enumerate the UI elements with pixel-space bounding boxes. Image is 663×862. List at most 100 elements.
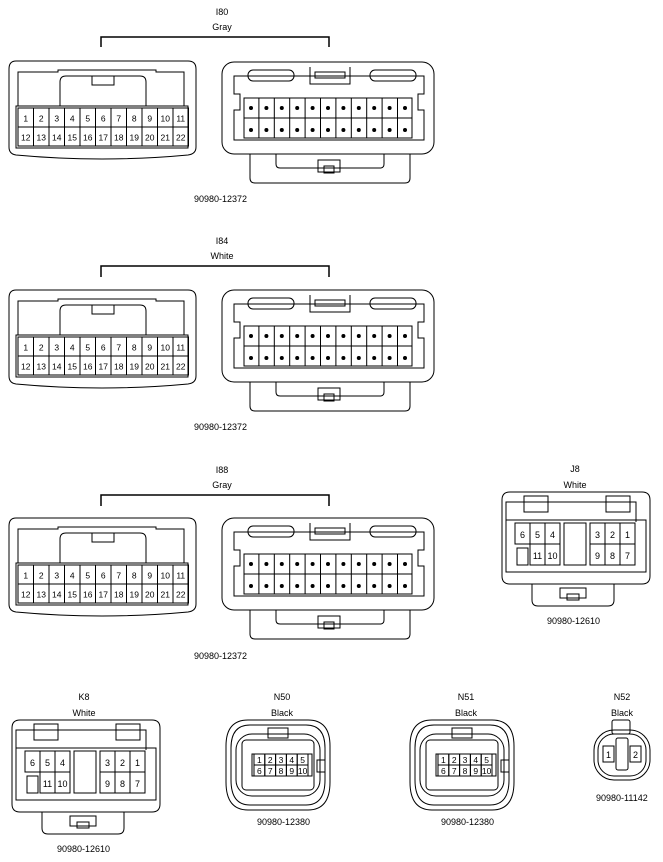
- terminal-pin: [341, 106, 346, 110]
- terminal-pin: [356, 106, 361, 110]
- pin-number: 10: [161, 343, 171, 353]
- connector-inner: [419, 733, 505, 797]
- terminal-pin: [249, 356, 253, 360]
- connector-body: [11, 719, 161, 813]
- pin-block: [15, 747, 157, 801]
- lock-skirt: [275, 154, 385, 169]
- terminal-pin: [356, 128, 361, 132]
- latch-frame: [17, 526, 185, 563]
- terminal-pin: [264, 334, 269, 338]
- pin-number: 3: [54, 343, 59, 353]
- terminal-pin: [279, 562, 284, 566]
- latch-frame: [505, 501, 637, 522]
- pin-number: 9: [595, 551, 600, 561]
- pin-number: 2: [633, 750, 638, 760]
- pin-number: 6: [101, 571, 106, 581]
- terminal-pin: [310, 334, 315, 338]
- pin-cell: [172, 355, 189, 376]
- pin-number: 21: [161, 362, 171, 372]
- lock-tab: [314, 527, 346, 535]
- pin-number: 16: [83, 362, 93, 372]
- terminal-pin: [356, 562, 361, 566]
- connector-id-i80: I80: [215, 7, 229, 17]
- part-number-n51: 90980-12380: [441, 817, 495, 827]
- pin-number: 15: [68, 590, 78, 600]
- pin-number: 4: [473, 755, 478, 765]
- pin-number: 9: [105, 779, 110, 789]
- terminal-pin: [372, 584, 377, 588]
- header-body: [221, 61, 435, 155]
- pin-number: 6: [257, 766, 262, 776]
- terminal-pin: [279, 356, 284, 360]
- pin-number: 4: [70, 343, 75, 353]
- pin-number: 10: [57, 779, 67, 789]
- lock-tab: [323, 621, 335, 630]
- pin-number: 5: [85, 114, 90, 124]
- connector-inner: [235, 733, 321, 797]
- pin-number: 2: [39, 114, 44, 124]
- terminal-pin: [356, 334, 361, 338]
- key-slot: [316, 759, 326, 773]
- pin-number: 9: [147, 114, 152, 124]
- connector-shell: [414, 724, 510, 806]
- terminal-pin: [310, 562, 315, 566]
- pin-number: 13: [37, 590, 47, 600]
- lock-skirt: [531, 584, 615, 607]
- pin-number: 7: [268, 766, 273, 776]
- lock-tab: [611, 719, 631, 735]
- lock-skirt: [275, 610, 385, 625]
- i80-bracket: [100, 36, 330, 47]
- pin-number: 11: [176, 343, 185, 353]
- lock-tab: [451, 727, 473, 739]
- pin-number: 8: [120, 779, 125, 789]
- pin-number: 13: [37, 133, 47, 143]
- terminal-pin: [310, 356, 315, 360]
- key-slot: [247, 525, 295, 538]
- part-number-i88: 90980-12372: [194, 651, 248, 661]
- pin-number: 5: [300, 755, 305, 765]
- terminal-pin: [403, 106, 407, 110]
- pin-number: 11: [176, 571, 185, 581]
- terminal-pin: [387, 562, 392, 566]
- key-slot: [369, 297, 417, 310]
- lock-tab: [91, 304, 115, 315]
- connector-color-n52: Black: [610, 708, 633, 718]
- pin-number: 6: [101, 343, 106, 353]
- terminal-pin: [341, 584, 346, 588]
- terminal-pin: [372, 128, 377, 132]
- pin-number: 1: [23, 114, 28, 124]
- connector-body: [593, 729, 651, 781]
- header-body: [221, 517, 435, 611]
- connector-shell: [230, 724, 326, 806]
- latch-arm: [59, 532, 147, 563]
- terminal-pin: [310, 584, 315, 588]
- pin-cell: [54, 771, 71, 794]
- pin-number: 4: [289, 755, 294, 765]
- terminal-pin: [403, 356, 407, 360]
- pin-cell: [172, 583, 189, 604]
- connector-color-i80: Gray: [212, 22, 232, 32]
- terminal-pin: [341, 356, 346, 360]
- pin-number: 2: [39, 343, 44, 353]
- pin-number: 3: [279, 755, 284, 765]
- pin-cell: [629, 745, 642, 763]
- connector-face: [241, 739, 315, 791]
- terminal-pin: [341, 562, 346, 566]
- lock-tab: [76, 821, 90, 829]
- pin-number: 10: [547, 551, 557, 561]
- pin-number: 8: [463, 766, 468, 776]
- key-slot: [115, 723, 141, 741]
- pin-number: 19: [130, 590, 140, 600]
- pin-number: 2: [120, 758, 125, 768]
- terminal-pin: [310, 106, 315, 110]
- terminal-pin: [403, 128, 407, 132]
- terminal-pin: [279, 334, 284, 338]
- connector-body: [501, 491, 651, 585]
- pin-number: 4: [70, 571, 75, 581]
- pin-number: 7: [625, 551, 630, 561]
- latch-arm: [59, 304, 147, 335]
